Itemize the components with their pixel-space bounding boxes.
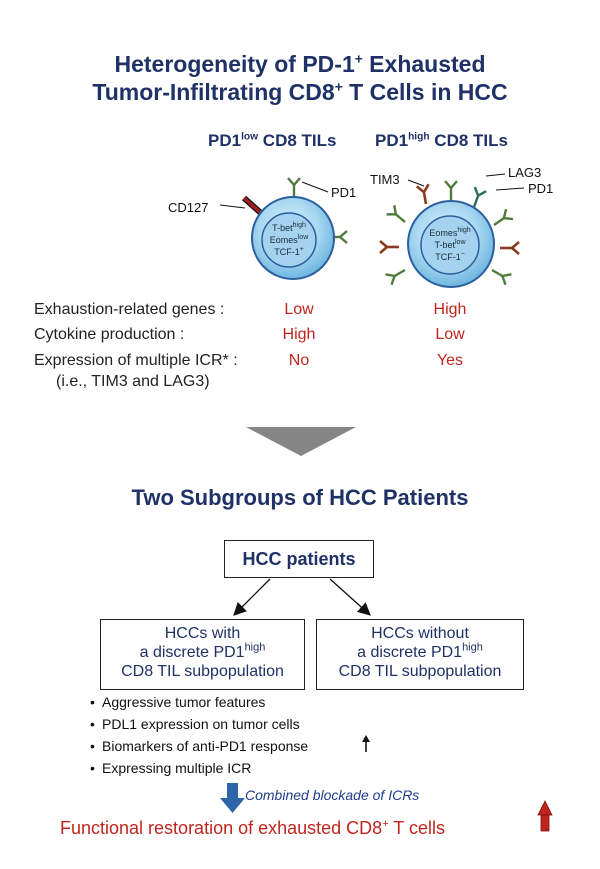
left-cell-markers: T-bethigh Eomeslow TCF-1+ bbox=[269, 222, 309, 257]
red-up-arrow-icon bbox=[537, 800, 553, 832]
pd1-low-header: PD1low CD8 TILs bbox=[208, 131, 337, 150]
property-label: Exhaustion-related genes : bbox=[34, 301, 225, 318]
cd127-receptor bbox=[242, 195, 264, 217]
cell-nucleus bbox=[261, 212, 317, 268]
list-item: •PDL1 expression on tumor cells bbox=[90, 716, 300, 732]
pd1-label-left: PD1 bbox=[331, 185, 357, 200]
box-line: CD8 TIL subpopulation bbox=[338, 663, 502, 680]
page-title: Heterogeneity of PD-1+ Exhausted Tumor-I… bbox=[92, 51, 508, 105]
cell-illustrations bbox=[219, 173, 525, 288]
tim3-label: TIM3 bbox=[370, 172, 400, 187]
right-cell-markers: Eomeshigh T-betlow TCF-1− bbox=[429, 227, 471, 262]
value-high: High bbox=[433, 301, 467, 318]
list-item: •Aggressive tumor features bbox=[90, 694, 266, 710]
box-line: HCCs with bbox=[164, 625, 241, 642]
lag3-leader-line bbox=[485, 173, 506, 177]
value-low: Low bbox=[284, 301, 314, 318]
pd1-leader-line bbox=[495, 187, 525, 191]
cell-nucleus bbox=[420, 215, 480, 275]
lag3-label: LAG3 bbox=[508, 165, 542, 180]
value-low: High bbox=[282, 326, 316, 343]
list-item: •Expressing multiple ICR bbox=[90, 760, 252, 776]
box-line: HCCs without bbox=[371, 625, 469, 642]
tim3-leader-line bbox=[407, 179, 425, 187]
value-low: No bbox=[288, 352, 310, 369]
comparison-note: (i.e., TIM3 and LAG3) bbox=[56, 373, 210, 390]
list-item: •Biomarkers of anti-PD1 response bbox=[90, 738, 309, 754]
property-label: Cytokine production : bbox=[34, 326, 185, 343]
value-high: Low bbox=[435, 326, 465, 343]
without-subpopulation-box: HCCs without a discrete PD1high CD8 TIL … bbox=[316, 619, 524, 690]
pd1-low-cell bbox=[219, 176, 349, 280]
pd1-high-header: PD1high CD8 TILs bbox=[375, 131, 508, 150]
value-high: Yes bbox=[436, 352, 464, 369]
cd127-label: CD127 bbox=[168, 200, 209, 215]
pd1-label-right: PD1 bbox=[528, 181, 554, 196]
property-label: Expression of multiple ICR* : bbox=[34, 352, 238, 369]
arrow-to-right-box bbox=[329, 578, 371, 616]
hcc-patients-label: HCC patients bbox=[242, 549, 356, 569]
cd127-leader-line bbox=[219, 204, 246, 209]
blue-down-arrow-icon bbox=[220, 783, 245, 813]
feature-list: •Aggressive tumor features •PDL1 express… bbox=[90, 691, 308, 779]
pd1-high-cell bbox=[378, 173, 525, 288]
with-subpopulation-box: HCCs with a discrete PD1high CD8 TIL sub… bbox=[100, 619, 305, 690]
box-line: CD8 TIL subpopulation bbox=[121, 663, 284, 680]
final-outcome: Functional restoration of exhausted CD8+… bbox=[60, 818, 445, 838]
pd1-leader-line bbox=[301, 181, 329, 193]
down-arrow-icon bbox=[246, 427, 356, 456]
hcc-patients-box: HCC patients bbox=[224, 540, 374, 578]
subgroups-title: Two Subgroups of HCC Patients bbox=[131, 485, 469, 510]
arrow-to-left-box bbox=[233, 578, 271, 616]
up-arrow-icon bbox=[362, 735, 370, 752]
combined-blockade-label: Combined blockade of ICRs bbox=[245, 787, 420, 803]
